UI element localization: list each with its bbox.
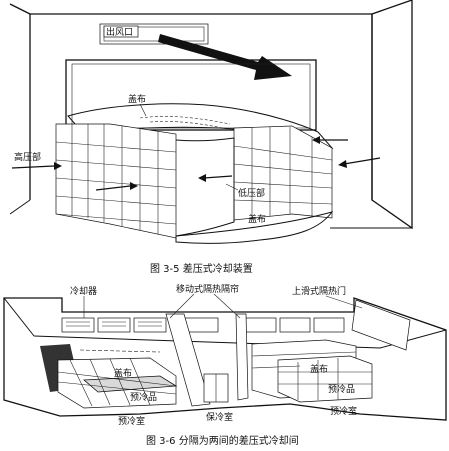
- bottom-cover-cloth: [175, 211, 334, 244]
- arrow-high-left: [11, 165, 55, 169]
- product-right-label: 预冷品: [328, 383, 355, 395]
- right-partition: [235, 313, 249, 401]
- high-pressure-label: 高压部: [14, 151, 41, 163]
- storage-room-label: 保冷室: [206, 411, 233, 423]
- right-product-stack: [251, 339, 373, 403]
- figure-2-two-room-cooling: 冷却器 移动式隔热隔帘 上滑式隔热门 盖布 预冷品 预冷室 保冷室 盖布 预冷品…: [3, 283, 447, 447]
- low-pressure-leader: [225, 183, 239, 191]
- right-coolers: [245, 317, 345, 333]
- cover-left-label: 盖布: [114, 367, 132, 379]
- room-left-label: 预冷室: [118, 415, 145, 427]
- middle-cooler: [183, 317, 219, 333]
- door-leader: [325, 295, 363, 309]
- inner-frame: [65, 59, 317, 131]
- right-wall: [371, 0, 413, 230]
- figure-2-caption: 图 3-6 分隔为两间的差压式冷却间: [146, 434, 299, 447]
- left-coolers: [61, 317, 167, 333]
- arrow-right-lower: [343, 157, 381, 165]
- cover-fold: [139, 116, 233, 131]
- low-pressure-channel: [175, 137, 235, 237]
- curtain-leader-a: [169, 293, 195, 319]
- left-slope: [3, 297, 35, 337]
- cover-right-label: 盖布: [310, 363, 328, 375]
- outlet-label-box: [103, 25, 139, 38]
- low-pressure-label: 低压部: [238, 187, 265, 199]
- arrow-low-pressure-head: [198, 174, 206, 182]
- figure-1-caption: 图 3-5 差压式冷却装置: [150, 262, 253, 275]
- left-box-stack: [55, 123, 177, 239]
- arrow-inside-left-head: [130, 182, 138, 190]
- inner-frame-edge: [71, 63, 311, 129]
- arrow-right-upper-head: [312, 136, 320, 144]
- left-product-stack: [57, 357, 178, 409]
- figure-1-forced-air-cooling: 出风口: [9, 0, 413, 275]
- right-box-stack: [233, 125, 333, 221]
- sliding-door: [351, 299, 411, 351]
- cover-top-leader: [139, 103, 147, 117]
- outlet-label: 出风口: [106, 26, 133, 38]
- ceiling-edge: [9, 3, 31, 15]
- left-airflow-dash: [79, 349, 161, 353]
- cover-top-label: 盖布: [128, 93, 146, 105]
- door-label: 上滑式隔热门: [292, 285, 346, 297]
- floor-line-left: [9, 199, 31, 215]
- arrow-right-lower-head: [338, 160, 347, 168]
- room-right-label: 预冷室: [330, 405, 357, 417]
- cooler-label: 冷却器: [70, 285, 97, 297]
- product-left-label: 预冷品: [130, 391, 157, 403]
- cover-bottom-label: 盖布: [248, 213, 266, 225]
- right-slope: [379, 329, 447, 349]
- curtain-label: 移动式隔热隔帘: [176, 283, 239, 295]
- arrow-high-left-head: [54, 162, 62, 170]
- curtain-leader-b: [213, 293, 241, 319]
- outlet-airflow-arrow: [158, 34, 292, 80]
- arrow-low-pressure: [203, 175, 233, 179]
- left-partition: [165, 313, 211, 407]
- arrow-inside-left: [95, 185, 131, 191]
